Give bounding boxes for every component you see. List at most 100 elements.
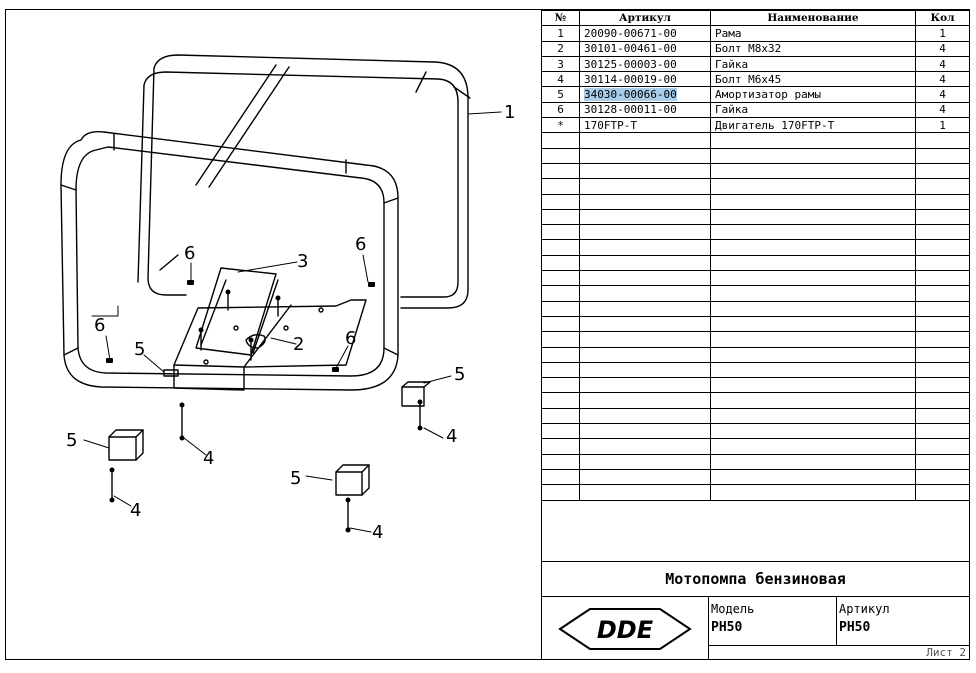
empty-cell [710, 300, 916, 317]
empty-cell [710, 178, 916, 195]
table-row-empty [541, 162, 970, 180]
table-row: 5 34030-00066-00 Амортизатор рамы 4 [541, 86, 970, 103]
callout-labels: 1 2 3 4 4 4 4 5 5 5 5 6 6 6 6 [66, 102, 515, 543]
empty-cell [710, 361, 916, 379]
cell-article[interactable]: 170FTP-T [579, 117, 711, 134]
table-row-empty [541, 315, 970, 333]
cell-name: Гайка [710, 101, 916, 119]
table-row-empty [541, 484, 970, 501]
empty-cell [579, 377, 711, 394]
empty-cell [915, 438, 970, 455]
empty-cell [710, 377, 916, 394]
cell-article[interactable]: 30114-00019-00 [579, 71, 711, 88]
empty-cell [579, 453, 711, 470]
callout-4a: 4 [203, 448, 214, 469]
cell-article[interactable]: 20090-00671-00 [579, 25, 711, 42]
callout-5a: 5 [66, 430, 77, 451]
dde-logo: DDE [542, 597, 709, 660]
empty-cell [541, 224, 580, 241]
empty-cell [915, 162, 970, 180]
empty-cell [710, 270, 916, 287]
table-row: 2 30101-00461-00 Болт М8х32 4 [541, 40, 970, 57]
table-row-empty [541, 239, 970, 256]
table-row-empty [541, 346, 970, 363]
empty-cell [579, 331, 711, 348]
cell-num: 5 [541, 86, 580, 103]
empty-cell [579, 315, 711, 333]
empty-cell [710, 315, 916, 333]
cell-article[interactable]: 30125-00003-00 [579, 55, 711, 73]
article-cell: Артикул PH50 [836, 597, 969, 646]
empty-cell [710, 423, 916, 440]
header-qty: Кол [915, 9, 970, 27]
header-num: № [541, 9, 580, 27]
empty-cell [579, 132, 711, 149]
cell-num: 6 [541, 101, 580, 119]
table-row-empty [541, 423, 970, 440]
empty-cell [541, 193, 580, 210]
table-row-empty [541, 254, 970, 272]
selected-text: 34030-00066-00 [584, 88, 677, 102]
title-block: Мотопомпа бензиновая DDE Модель PH50 Арт… [542, 561, 969, 660]
callout-4b: 4 [130, 500, 141, 521]
title-info-row: DDE Модель PH50 Артикул PH50 Лист 2 [542, 596, 969, 660]
table-row: 3 30125-00003-00 Гайка 4 [541, 55, 970, 73]
empty-cell [915, 270, 970, 287]
empty-cell [915, 392, 970, 409]
empty-cell [710, 285, 916, 302]
table-row: * 170FTP-T Двигатель 170FTP-T 1 [541, 117, 970, 134]
header-name: Наименование [710, 9, 916, 27]
empty-cell [541, 484, 580, 501]
table-row-empty [541, 453, 970, 470]
callout-6c: 6 [94, 315, 105, 336]
cell-article[interactable]: 30101-00461-00 [579, 40, 711, 57]
exploded-view-drawing: 1 2 3 4 4 4 4 5 5 5 5 6 6 6 6 [6, 10, 541, 659]
table-row-empty [541, 407, 970, 425]
cell-name: Двигатель 170FTP-T [710, 117, 916, 134]
frame-back [137, 54, 471, 309]
empty-cell [710, 407, 916, 425]
callout-1: 1 [504, 102, 515, 123]
table-row-empty [541, 331, 970, 348]
empty-cell [541, 300, 580, 317]
model-cell: Модель PH50 [708, 597, 837, 646]
empty-cell [710, 193, 916, 210]
cell-article[interactable]: 30128-00011-00 [579, 101, 711, 119]
empty-cell [915, 346, 970, 363]
empty-cell [915, 208, 970, 226]
parts-table-body: 1 20090-00671-00 Рама 1 2 30101-00461-00… [541, 25, 970, 501]
cell-name: Рама [710, 25, 916, 42]
callout-6b: 6 [355, 234, 366, 255]
empty-cell [579, 438, 711, 455]
empty-cell [579, 208, 711, 226]
bolts-group [195, 267, 279, 361]
empty-cell [915, 300, 970, 317]
empty-cell [541, 331, 580, 348]
empty-cell [710, 147, 916, 164]
callout-6d: 6 [345, 328, 356, 349]
empty-cell [541, 315, 580, 333]
empty-cell [915, 224, 970, 241]
table-row-empty [541, 178, 970, 195]
callout-3: 3 [297, 251, 308, 272]
cell-article-selected[interactable]: 34030-00066-00 [579, 86, 711, 103]
empty-cell [915, 132, 970, 149]
empty-cell [710, 392, 916, 409]
empty-cell [541, 346, 580, 363]
table-row-empty [541, 147, 970, 164]
empty-cell [579, 361, 711, 379]
empty-cell [541, 438, 580, 455]
empty-cell [915, 178, 970, 195]
empty-cell [915, 468, 970, 486]
table-row-empty [541, 300, 970, 317]
table-row-empty [541, 208, 970, 226]
cell-name: Болт М6х45 [710, 71, 916, 88]
empty-cell [579, 407, 711, 425]
empty-cell [541, 239, 580, 256]
callout-6a: 6 [184, 243, 195, 264]
empty-cell [915, 453, 970, 470]
sheet-number: Лист 2 [926, 646, 966, 659]
empty-cell [915, 193, 970, 210]
callout-4d: 4 [446, 426, 457, 447]
empty-cell [579, 300, 711, 317]
